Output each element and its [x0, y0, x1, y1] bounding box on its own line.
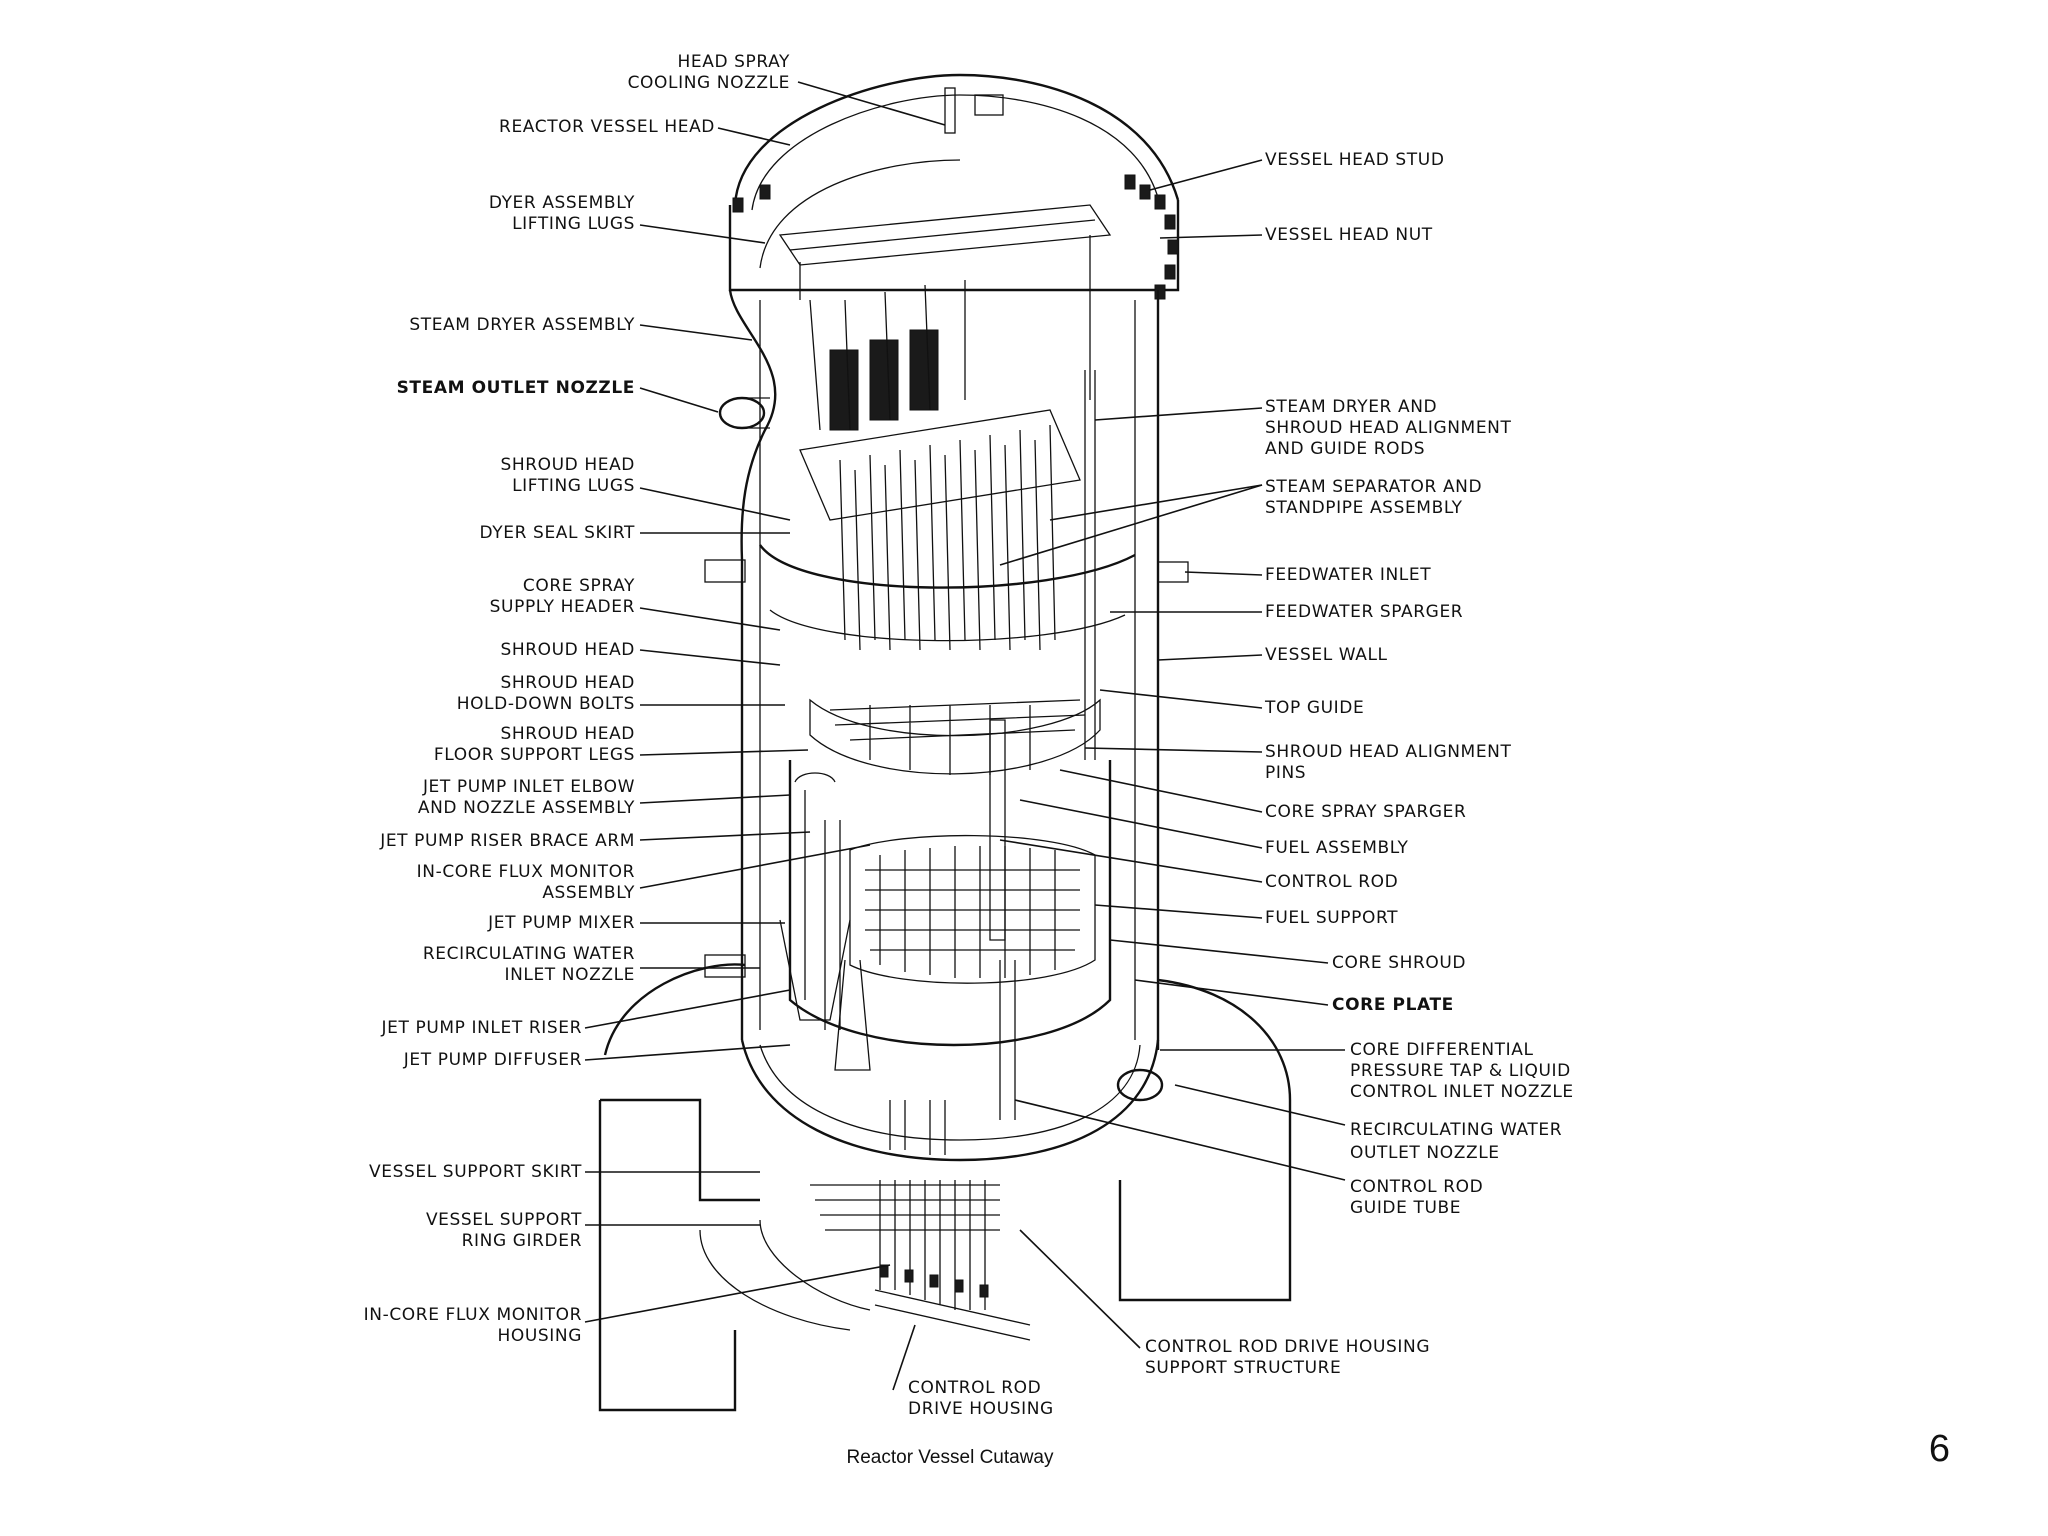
label-fuel-support: FUEL SUPPORT	[1265, 908, 1398, 928]
label-core-shroud: CORE SHROUD	[1332, 953, 1466, 973]
label-dp-tap-3: CONTROL INLET NOZZLE	[1350, 1082, 1574, 1102]
label-fw-inlet: FEEDWATER INLET	[1265, 565, 1431, 585]
label-recirc-outlet: RECIRCULATING WATER	[1350, 1120, 1562, 1140]
control-rod	[989, 719, 1006, 941]
vessel-drawing	[598, 73, 1292, 1412]
label-head-stud: VESSEL HEAD STUD	[1265, 150, 1445, 170]
steam-separators	[799, 409, 1081, 651]
label-holddown: SHROUD HEAD	[500, 673, 635, 693]
label-fuel-assembly: FUEL ASSEMBLY	[1265, 838, 1409, 858]
label-jp-mixer: JET PUMP MIXER	[487, 913, 635, 933]
guide-rod	[1084, 370, 1096, 760]
label-floor-legs-2: FLOOR SUPPORT LEGS	[434, 745, 635, 765]
label-head-nut: VESSEL HEAD NUT	[1265, 225, 1433, 245]
label-recirc-inlet-2: INLET NOZZLE	[504, 965, 635, 985]
vessel-flange	[728, 200, 1180, 292]
label-jp-elbow: JET PUMP INLET ELBOW	[422, 777, 635, 797]
label-head-spray-2: COOLING NOZZLE	[628, 73, 790, 93]
label-dyer-seal: DYER SEAL SKIRT	[480, 523, 635, 543]
label-crd-guide-2: GUIDE TUBE	[1350, 1198, 1461, 1218]
vessel-bottom-head	[740, 1039, 1160, 1162]
label-crd-housing-2: DRIVE HOUSING	[908, 1399, 1054, 1419]
label-separator-2: STANDPIPE ASSEMBLY	[1265, 498, 1463, 518]
label-shroud-lugs-2: LIFTING LUGS	[512, 476, 635, 496]
label-ring-girder: VESSEL SUPPORT	[426, 1210, 582, 1230]
label-dp-tap-2: PRESSURE TAP & LIQUID	[1350, 1061, 1571, 1081]
label-incore-flux-2: ASSEMBLY	[542, 883, 635, 903]
ring-girder	[603, 963, 746, 1056]
head-studs	[732, 174, 1179, 300]
labels-right: VESSEL HEAD STUD VESSEL HEAD NUT STEAM D…	[1145, 150, 1574, 1378]
recirc-inlet-nozzle	[704, 954, 746, 978]
label-support-skirt: VESSEL SUPPORT SKIRT	[369, 1162, 582, 1182]
label-crd-housing: CONTROL ROD	[908, 1378, 1041, 1398]
label-guide-rods: STEAM DRYER AND	[1265, 397, 1437, 417]
label-holddown-2: HOLD-DOWN BOLTS	[457, 694, 635, 714]
label-jp-brace: JET PUMP RISER BRACE ARM	[379, 831, 635, 851]
label-flux-housing: IN-CORE FLUX MONITOR	[364, 1305, 582, 1325]
label-dp-tap: CORE DIFFERENTIAL	[1350, 1040, 1534, 1060]
label-guide-rods-2: SHROUD HEAD ALIGNMENT	[1265, 418, 1511, 438]
diagram-caption: Reactor Vessel Cutaway	[846, 1447, 1054, 1468]
label-shroud-head: SHROUD HEAD	[500, 640, 635, 660]
label-dyer-lugs-2: LIFTING LUGS	[512, 214, 635, 234]
label-control-rod: CONTROL ROD	[1265, 872, 1398, 892]
label-core-spray-header: CORE SPRAY	[523, 576, 635, 596]
crd-housings	[874, 1180, 1031, 1341]
label-guide-rods-3: AND GUIDE RODS	[1265, 439, 1425, 459]
label-jp-elbow-2: AND NOZZLE ASSEMBLY	[418, 798, 635, 818]
label-jp-riser: JET PUMP INLET RISER	[381, 1018, 582, 1038]
label-vessel-wall: VESSEL WALL	[1265, 645, 1388, 665]
label-shroud-lugs: SHROUD HEAD	[500, 455, 635, 475]
label-crd-guide: CONTROL ROD	[1350, 1177, 1483, 1197]
jet-pumps	[779, 772, 871, 1071]
label-dyer-lugs: DYER ASSEMBLY	[489, 193, 635, 213]
label-core-spray-header-2: SUPPLY HEADER	[490, 597, 635, 617]
label-recirc-inlet: RECIRCULATING WATER	[423, 944, 635, 964]
crd-guide-tubes	[889, 960, 1016, 1155]
label-head-spray: HEAD SPRAY	[677, 52, 790, 72]
label-separator: STEAM SEPARATOR AND	[1265, 477, 1482, 497]
label-incore-flux: IN-CORE FLUX MONITOR	[417, 862, 635, 882]
label-top-guide: TOP GUIDE	[1264, 698, 1364, 718]
label-fw-sparger: FEEDWATER SPARGER	[1265, 602, 1463, 622]
label-vessel-head: REACTOR VESSEL HEAD	[499, 117, 715, 137]
vessel-wall-left	[728, 289, 777, 1040]
label-align-pins: SHROUD HEAD ALIGNMENT	[1265, 742, 1511, 762]
feedwater-inlet-left	[704, 559, 746, 583]
label-crd-support-2: SUPPORT STRUCTURE	[1145, 1358, 1341, 1378]
head-spray-nozzle	[944, 87, 956, 134]
label-floor-legs: SHROUD HEAD	[500, 724, 635, 744]
label-ring-girder-2: RING GIRDER	[462, 1231, 582, 1251]
core-shroud	[788, 760, 1112, 1047]
label-core-plate: CORE PLATE	[1332, 995, 1454, 1015]
page-number: 6	[1928, 1428, 1950, 1470]
label-cs-sparger: CORE SPRAY SPARGER	[1265, 802, 1466, 822]
labels-left: HEAD SPRAY COOLING NOZZLE REACTOR VESSEL…	[364, 52, 1054, 1419]
leader-lines	[584, 81, 1346, 1391]
label-jp-diffuser: JET PUMP DIFFUSER	[403, 1050, 582, 1070]
label-crd-support: CONTROL ROD DRIVE HOUSING	[1145, 1337, 1430, 1357]
label-steam-outlet: STEAM OUTLET NOZZLE	[397, 378, 635, 398]
recirc-outlet-nozzle	[1116, 1068, 1164, 1102]
shroud-head	[759, 544, 1136, 589]
support-skirt	[598, 1100, 737, 1412]
label-align-pins-2: PINS	[1265, 763, 1306, 783]
top-guide-grid	[809, 698, 1101, 775]
crd-support-structure	[810, 1184, 1000, 1231]
feedwater-inlet-right	[1157, 561, 1189, 583]
fuel-core	[849, 834, 1096, 984]
vessel-head-dome	[733, 73, 1180, 206]
label-recirc-outlet-2: OUTLET NOZZLE	[1350, 1143, 1500, 1163]
steam-outlet-nozzle	[718, 396, 766, 430]
label-steam-dryer: STEAM DRYER ASSEMBLY	[409, 315, 635, 335]
label-flux-housing-2: HOUSING	[497, 1326, 582, 1346]
steam-dryer	[778, 204, 1112, 431]
